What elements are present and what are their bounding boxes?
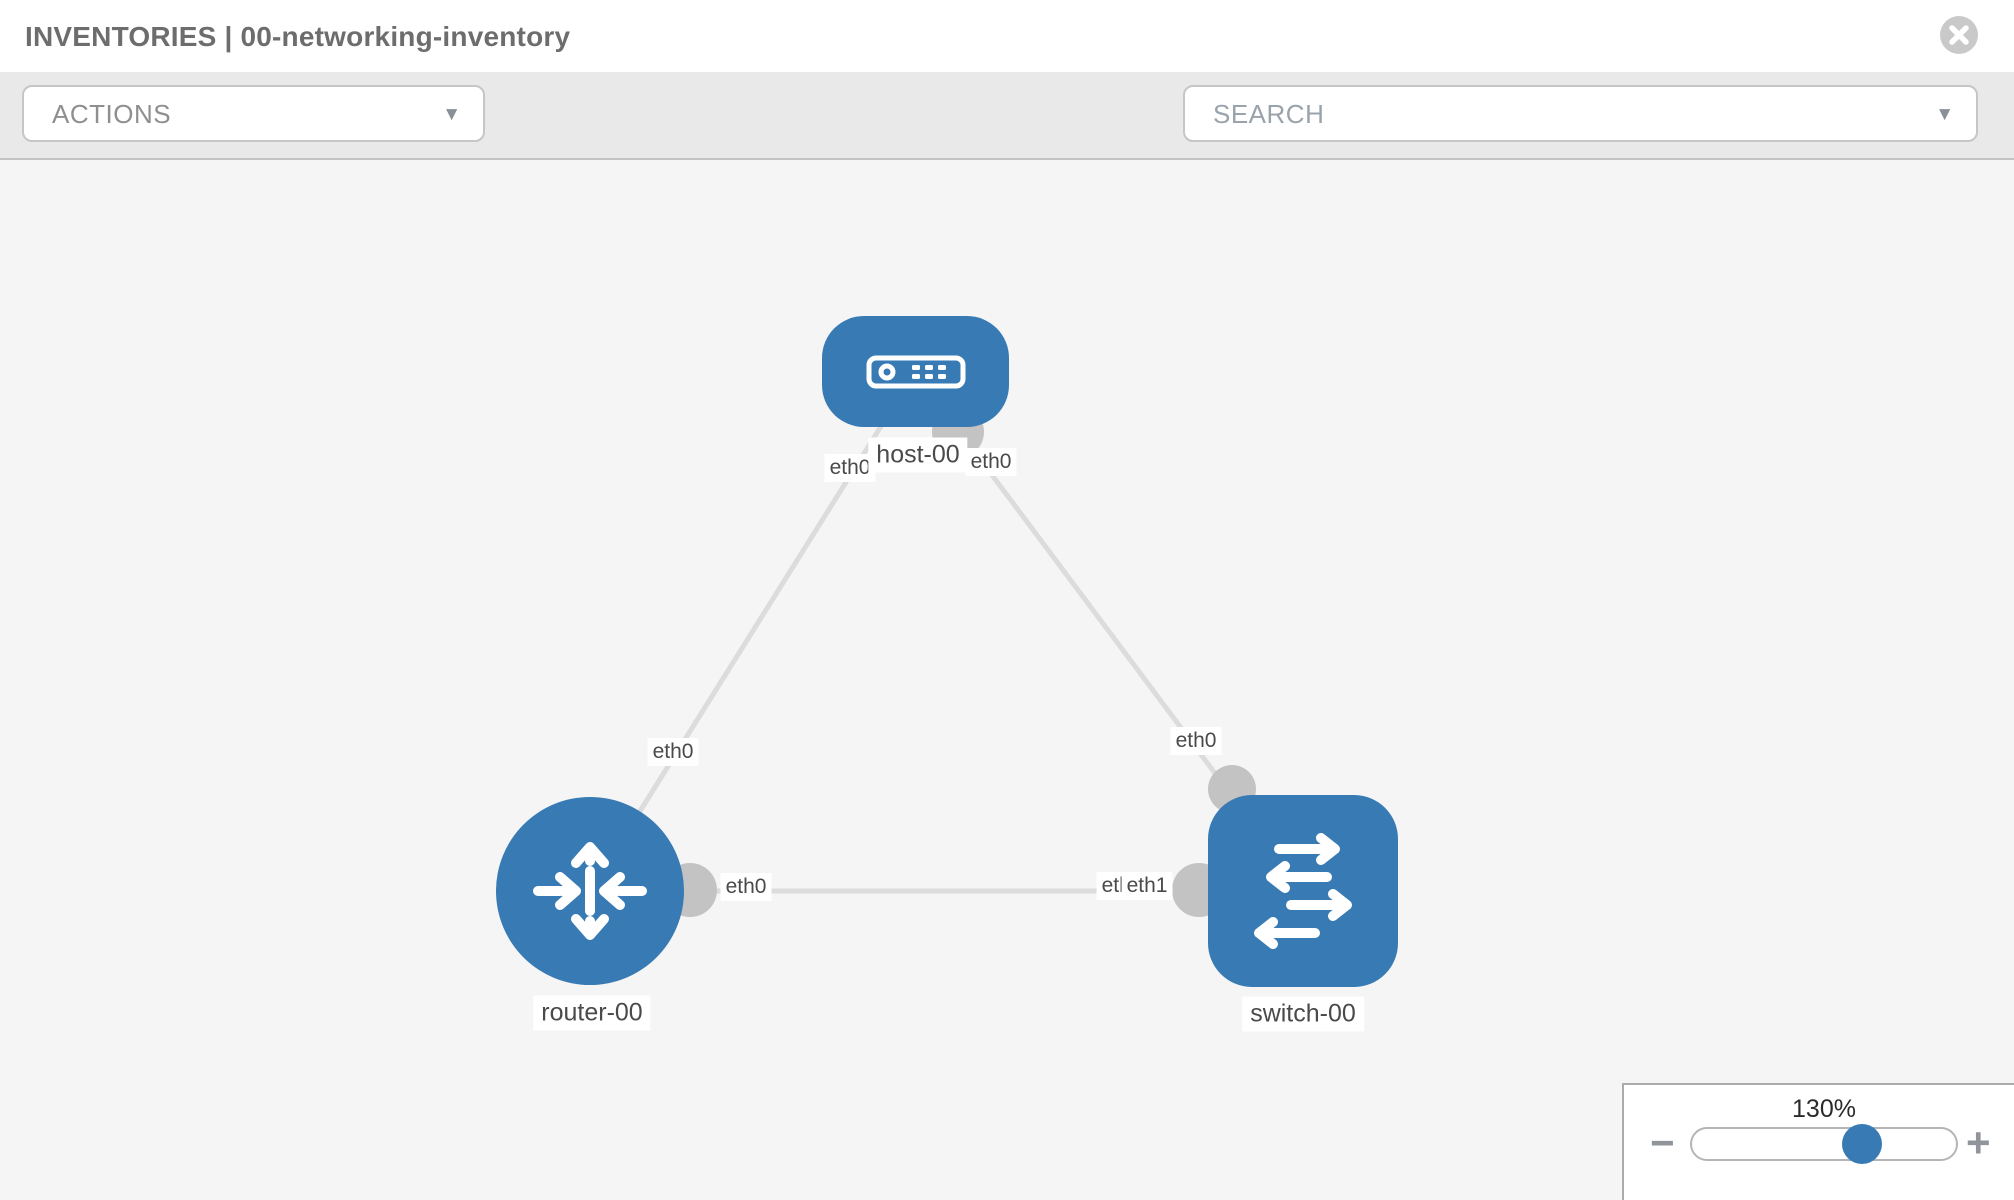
- node-host-00[interactable]: [822, 316, 1009, 427]
- zoom-slider-thumb[interactable]: [1842, 1124, 1882, 1164]
- iface-label-switch-eth0-top: eth0: [1170, 727, 1222, 755]
- search-dropdown[interactable]: SEARCH ▼: [1183, 85, 1978, 142]
- iface-label-host-eth0-left: eth0: [824, 454, 876, 482]
- search-placeholder: SEARCH: [1213, 99, 1325, 129]
- node-label-host: host-00: [868, 437, 968, 473]
- node-label-router: router-00: [533, 995, 651, 1031]
- actions-dropdown[interactable]: ACTIONS ▼: [22, 85, 485, 142]
- topology-canvas: host-00 router-00 switch-00 eth0 eth0 et…: [0, 160, 2014, 1200]
- zoom-control-panel: 130% − +: [1622, 1083, 2014, 1200]
- zoom-out-button[interactable]: −: [1650, 1119, 1675, 1166]
- node-switch-00[interactable]: [1208, 795, 1398, 987]
- zoom-slider-track[interactable]: [1690, 1127, 1958, 1161]
- close-button[interactable]: [1940, 16, 1978, 54]
- iface-label-switch-eth1: eth1: [1121, 872, 1173, 900]
- toolbar: ACTIONS ▼ SEARCH ▼: [0, 72, 2014, 205]
- iface-label-host-eth0-right: eth0: [965, 448, 1017, 476]
- iface-label-router-eth0-uplink: eth0: [647, 738, 699, 766]
- router-icon: [533, 842, 647, 940]
- topology-links: [587, 370, 1306, 917]
- titlebar: INVENTORIES | 00-networking-inventory: [0, 0, 2014, 72]
- switch-icon: [1254, 833, 1352, 949]
- node-label-switch: switch-00: [1242, 996, 1364, 1032]
- host-icon: [866, 355, 965, 388]
- close-icon: [1949, 25, 1969, 45]
- node-router-00[interactable]: [496, 797, 684, 985]
- chevron-down-icon: ▼: [442, 104, 461, 125]
- chevron-down-icon: ▼: [1935, 104, 1954, 125]
- iface-label-router-eth0: eth0: [720, 873, 772, 901]
- zoom-in-button[interactable]: +: [1966, 1119, 1991, 1166]
- actions-dropdown-label: ACTIONS: [52, 99, 172, 129]
- zoom-level-value: 130%: [1792, 1095, 1856, 1123]
- page-title: INVENTORIES | 00-networking-inventory: [25, 21, 571, 52]
